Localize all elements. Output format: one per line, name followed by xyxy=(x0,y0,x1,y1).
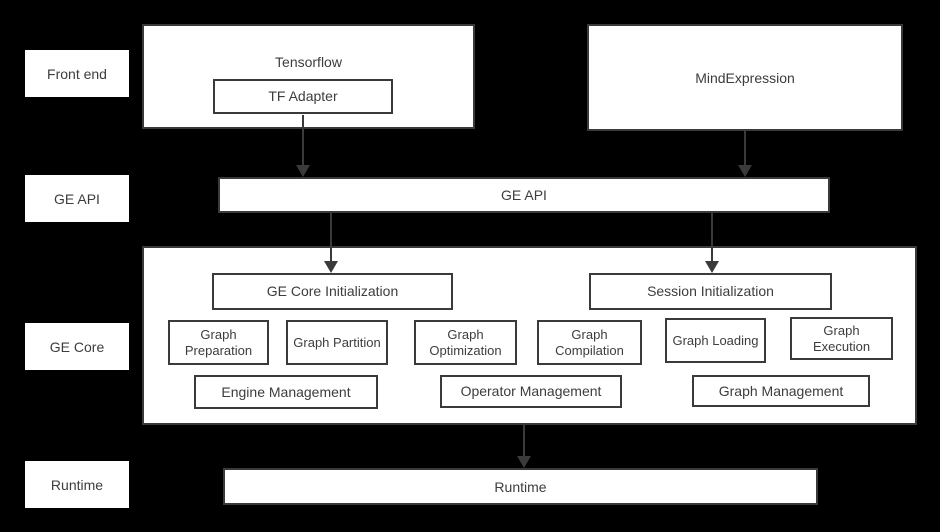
graph-optimization-box: Graph Optimization xyxy=(414,320,517,365)
side-label-front-end: Front end xyxy=(25,50,129,97)
graph-loading-box: Graph Loading xyxy=(665,318,766,363)
graph-compilation-box: Graph Compilation xyxy=(537,320,642,365)
operator-management-box: Operator Management xyxy=(440,375,622,408)
side-label-ge-api: GE API xyxy=(25,175,129,222)
arrow-mindexpression-to-ge-api xyxy=(738,131,752,177)
arrow-ge-api-to-ge-core-init xyxy=(324,213,338,273)
runtime-bar: Runtime xyxy=(223,468,818,505)
session-initialization-box: Session Initialization xyxy=(589,273,832,310)
tensorflow-box: Tensorflow TF Adapter xyxy=(142,24,475,129)
tensorflow-label: Tensorflow xyxy=(275,54,342,70)
tf-adapter-box: TF Adapter xyxy=(213,79,393,114)
side-label-ge-core: GE Core xyxy=(25,323,129,370)
graph-partition-box: Graph Partition xyxy=(286,320,388,365)
graph-management-box: Graph Management xyxy=(692,375,870,407)
mindexpression-box: MindExpression xyxy=(587,24,903,131)
arrow-ge-api-to-session-init xyxy=(705,213,719,273)
graph-execution-box: Graph Execution xyxy=(790,317,893,360)
engine-management-box: Engine Management xyxy=(194,375,378,409)
arrow-tf-adapter-to-ge-api xyxy=(296,115,310,177)
ge-api-bar: GE API xyxy=(218,177,830,213)
ge-core-container: GE Core Initialization Session Initializ… xyxy=(142,246,917,425)
arrow-ge-core-to-runtime xyxy=(517,425,531,468)
graph-preparation-box: Graph Preparation xyxy=(168,320,269,365)
ge-core-initialization-box: GE Core Initialization xyxy=(212,273,453,310)
side-label-runtime: Runtime xyxy=(25,461,129,508)
